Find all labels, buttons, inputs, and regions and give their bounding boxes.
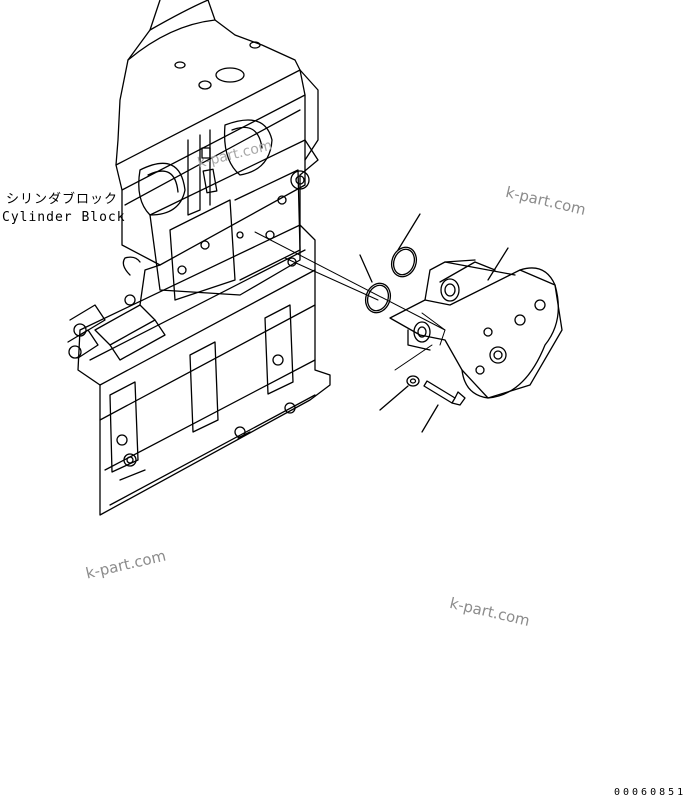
assembly-lines	[254, 231, 446, 371]
part-label-jp: シリンダブロック	[6, 192, 119, 207]
o-ring-upper	[390, 213, 421, 278]
pump-bracket	[389, 247, 563, 399]
cylinder-block	[67, 0, 331, 516]
part-label-en: Cylinder Block	[2, 210, 126, 225]
washer	[379, 375, 420, 411]
bolt	[421, 380, 466, 433]
drawing-code: 00060851	[614, 787, 687, 798]
o-ring-lower	[359, 254, 392, 314]
